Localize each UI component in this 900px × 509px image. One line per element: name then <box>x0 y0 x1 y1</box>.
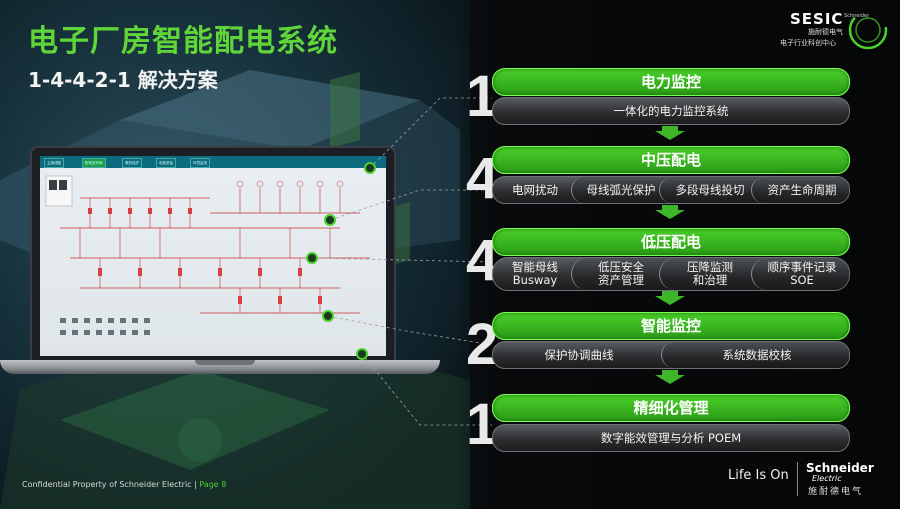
sesic-brand-small: Schneider <box>844 13 870 19</box>
scada-nav-bar: 主接线图 配电室布局 微机保护 电能质量 环境监测 <box>40 156 386 168</box>
down-arrow-icon <box>655 126 685 140</box>
level-item: 数字能效管理与分析 POEM <box>600 430 742 445</box>
laptop-base <box>0 360 440 374</box>
single-line-diagram <box>45 175 370 335</box>
level-row: 保护协调曲线 系统数据校核 <box>492 341 850 369</box>
level-row: 智能母线 Busway 低压安全 资产管理 压降监测 和治理 顺序事件记录 SO… <box>492 257 850 291</box>
scada-screen: 主接线图 配电室布局 微机保护 电能质量 环境监测 <box>40 156 386 356</box>
down-arrow-icon <box>655 370 685 384</box>
level-item: 顺序事件记录 SOE <box>767 260 837 287</box>
callout-dot <box>356 348 368 360</box>
footer-confidential-text: Confidential Property of Schneider Elect… <box>22 480 200 489</box>
page-title: 电子厂房智能配电系统 <box>28 24 338 59</box>
callout-dot <box>322 310 334 322</box>
laptop-screen-frame: 主接线图 配电室布局 微机保护 电能质量 环境监测 <box>30 146 396 366</box>
level-item: 低压安全 资产管理 <box>598 260 644 287</box>
level-item: 多段母线投切 <box>675 182 745 197</box>
down-arrow-icon <box>655 291 685 305</box>
sesic-line1: 施耐德电气 <box>808 28 843 36</box>
callout-dot <box>364 162 376 174</box>
sesic-line2: 电子行业科创中心 <box>780 39 836 47</box>
down-arrow-icon <box>655 205 685 219</box>
page-subtitle: 1-4-4-2-1 解决方案 <box>28 68 218 92</box>
schneider-logo: Schneider <box>806 461 874 475</box>
level-item: 资产生命周期 <box>767 182 837 197</box>
level-item: 电网扰动 <box>512 182 558 197</box>
level-item: 压降监测 和治理 <box>687 260 733 287</box>
level-item: 一体化的电力监控系统 <box>613 103 729 118</box>
level-header: 智能监控 <box>492 312 850 340</box>
callout-dot <box>324 214 336 226</box>
scada-nav-item[interactable]: 环境监测 <box>190 158 210 168</box>
laptop-mockup: 主接线图 配电室布局 微机保护 电能质量 环境监测 <box>0 146 440 378</box>
level-header: 低压配电 <box>492 228 850 256</box>
scada-nav-item[interactable]: 配电室布局 <box>82 158 106 168</box>
callout-dot <box>306 252 318 264</box>
level-row: 一体化的电力监控系统 <box>492 97 850 125</box>
scada-nav-item[interactable]: 主接线图 <box>44 158 64 168</box>
schneider-logo-cn: 施耐德电气 <box>808 487 864 497</box>
scada-nav-item[interactable]: 电能质量 <box>156 158 176 168</box>
level-header: 中压配电 <box>492 146 850 174</box>
level-header: 精细化管理 <box>492 394 850 422</box>
level-row: 电网扰动 母线弧光保护 多段母线投切 资产生命周期 <box>492 176 850 204</box>
life-is-on-tagline: Life Is On <box>728 468 789 483</box>
schneider-logo-sub: Electric <box>812 474 842 483</box>
footer-divider <box>797 462 798 496</box>
sesic-brand: SESIC <box>790 10 844 28</box>
scada-nav-item[interactable]: 微机保护 <box>122 158 142 168</box>
laptop-notch <box>195 360 255 365</box>
level-header: 电力监控 <box>492 68 850 96</box>
sesic-emblem-icon <box>848 10 888 50</box>
level-row: 数字能效管理与分析 POEM <box>492 424 850 452</box>
footer-page: Page 8 <box>199 480 227 489</box>
level-item: 保护协调曲线 <box>544 347 614 362</box>
sesic-logo: SESIC Schneider 施耐德电气 电子行业科创中心 <box>780 8 890 58</box>
level-item: 母线弧光保护 <box>586 182 656 197</box>
level-item: 系统数据校核 <box>722 347 792 362</box>
footer-confidential: Confidential Property of Schneider Elect… <box>22 480 226 489</box>
level-item: 智能母线 Busway <box>512 260 558 287</box>
